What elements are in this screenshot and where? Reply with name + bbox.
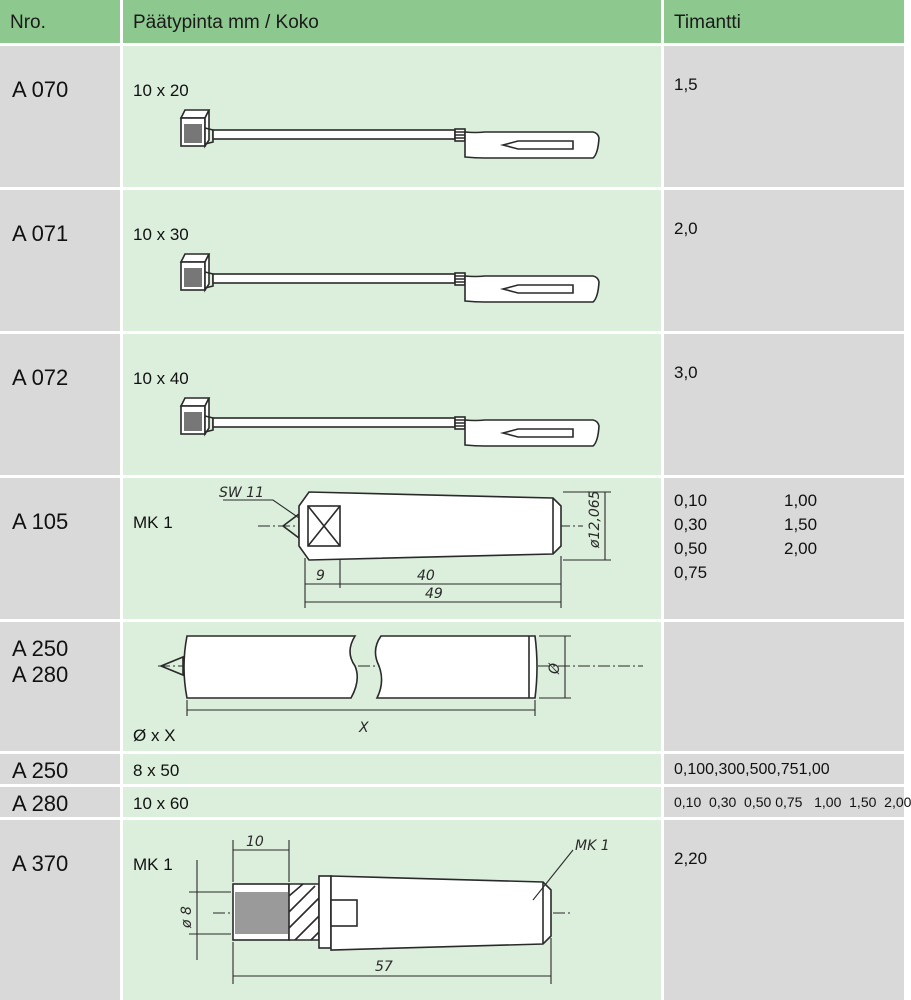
rod-drawing: X Ø [158,635,643,736]
diamond-value: 3,0 [674,363,698,382]
diamond-value: 1,50 [784,515,818,534]
dim-10: 10 [246,834,264,850]
size-label: 8 x 50 [133,761,180,780]
table-row: A 250 8 x 50 0,100,300,500,751,00 [0,754,904,784]
mk1-dresser-icon: 10 57 MK 1 ø 8 [179,834,610,984]
sw-label: SW 11 [219,485,264,501]
table-row: A 072 10 x 40 3,0 [0,334,904,475]
header-size: Päätypinta mm / Koko [133,12,319,33]
product-number: A 105 [12,509,69,534]
rod-dresser-icon: X Ø [158,635,643,736]
table-row: A 370 MK 1 [0,820,904,1000]
dim-x: X [358,720,369,736]
diamond-value: 0,10 [674,491,708,510]
scraper-tool-icon [179,109,600,159]
header-nro: Nro. [10,12,46,33]
table-row: A 280 10 x 60 0,10 0,30 0,50 0,75 1,00 1… [0,787,911,817]
mk-label: MK 1 [575,838,610,854]
diamond-value: 1,00 [784,491,818,510]
diamond-value: 0,50 [674,539,708,558]
taper-drawing: SW 11 9 40 49 ø12,065 [219,485,611,608]
product-number: A 072 [12,365,69,390]
dim-49: 49 [425,586,443,602]
size-label: 10 x 40 [133,369,189,388]
dim-40: 40 [417,568,435,584]
table-header: Nro. Päätypinta mm / Koko Timantti [0,0,904,43]
dim-diameter: ø 8 [179,906,195,929]
diamond-value: 1,5 [674,75,698,94]
size-label: MK 1 [133,855,173,874]
diamond-value: 2,00 [784,539,818,558]
table-row: A 070 10 x 20 1,5 [0,46,904,187]
size-label: 10 x 60 [133,794,189,813]
size-label: Ø x X [133,726,176,745]
dim-57: 57 [375,959,393,975]
dim-diameter: Ø [547,662,563,675]
product-number: A 070 [12,77,69,102]
tool-drawing [179,253,600,303]
dim-diameter: ø12,065 [587,490,603,549]
diamond-value: 0,30 [674,515,708,534]
mk1-drawing: 10 57 MK 1 ø 8 [179,834,610,984]
product-number: A 071 [12,221,69,246]
diamond-values: 0,10 1,00 0,30 1,50 0,50 2,00 0,75 [674,491,894,583]
product-number: A 250 [12,758,69,783]
tool-drawing [179,109,600,159]
size-label: MK 1 [133,513,173,532]
diamond-values: 0,100,300,500,751,00 [674,761,830,778]
diamond-value: 2,20 [674,849,708,868]
diamond-values: 0,10 0,30 0,50 0,75 1,00 1,50 2,00 [674,794,911,810]
size-label: 10 x 30 [133,225,189,244]
dim-9: 9 [316,568,325,584]
morse-taper-dresser-icon: SW 11 9 40 49 ø12,065 [219,485,611,608]
product-number: A 370 [12,851,69,876]
table-row: A 071 10 x 30 2,0 [0,190,904,331]
scraper-tool-icon [179,397,600,447]
scraper-tool-icon [179,253,600,303]
tool-drawing [179,397,600,447]
product-number: A 280 [12,791,69,816]
header-diamond: Timantti [674,12,741,33]
diamond-value: 2,0 [674,219,698,238]
table-row: A 105 MK 1 [0,478,904,619]
size-label: 10 x 20 [133,81,189,100]
diamond-value: 0,75 [674,563,708,582]
